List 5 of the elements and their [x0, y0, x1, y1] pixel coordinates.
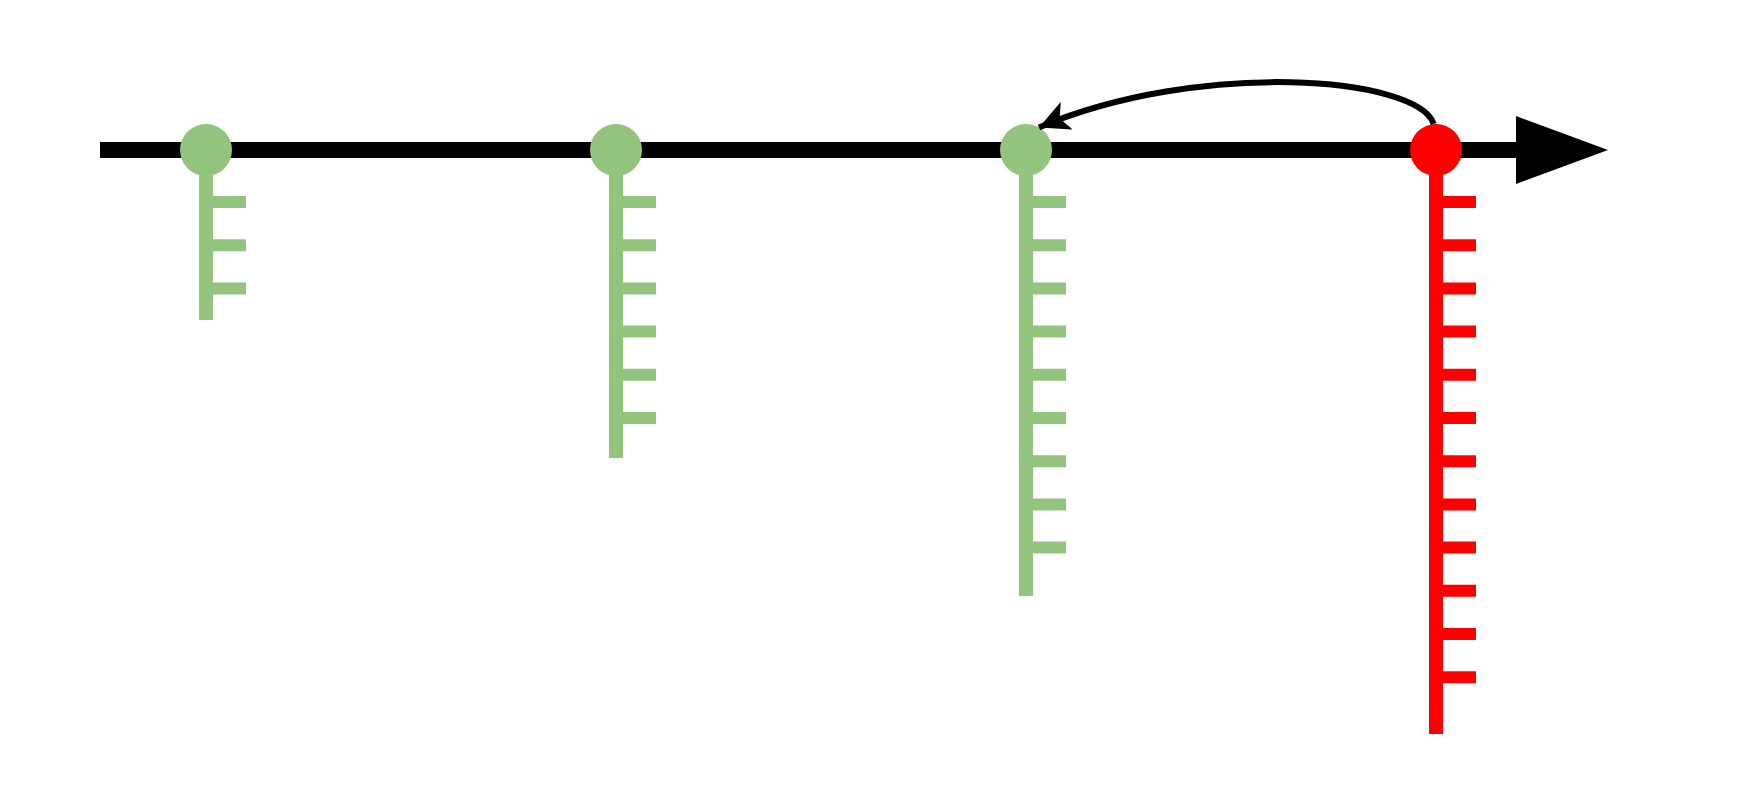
dot-comb-drawing	[180, 124, 246, 320]
dot-comb-drawing	[1000, 124, 1066, 596]
curved-arrow	[1037, 79, 1437, 131]
dot-comb-drawing	[590, 124, 656, 458]
dot-comb-drawing	[1410, 124, 1476, 734]
